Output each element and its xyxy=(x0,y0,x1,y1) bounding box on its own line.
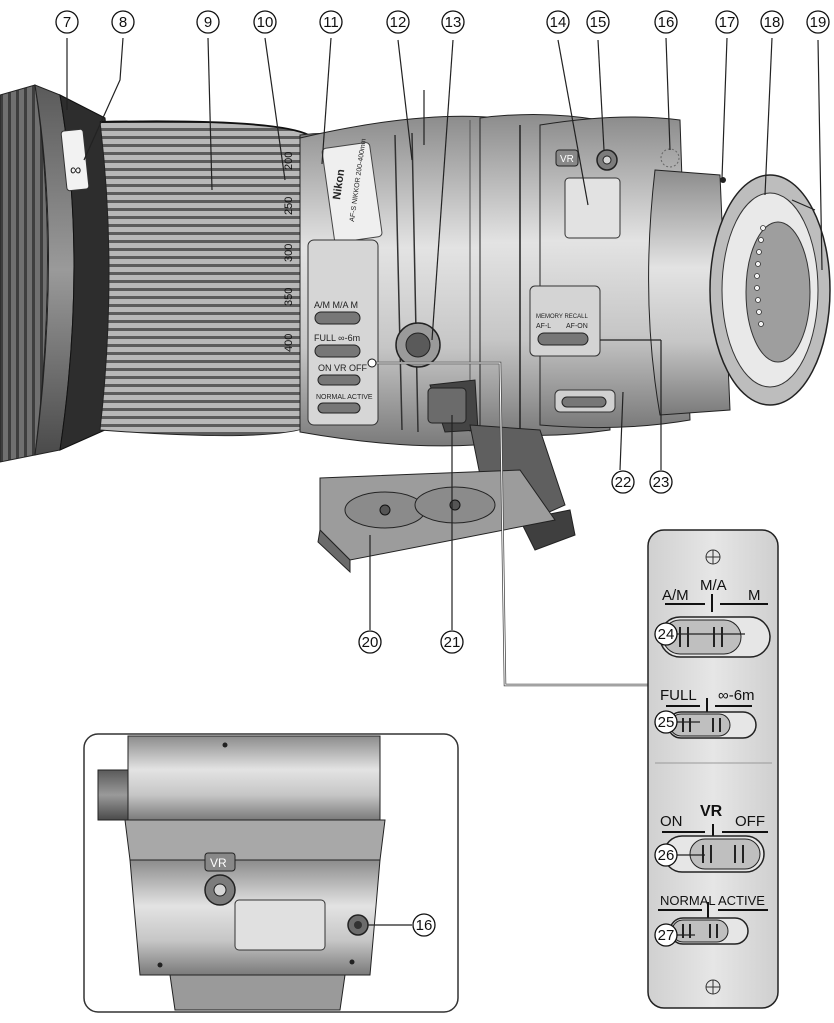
svg-text:∞: ∞ xyxy=(70,162,81,179)
focus-limit-range-label: ∞-6m xyxy=(718,687,755,704)
focal-scale-400: 400 xyxy=(283,334,295,352)
callout-19: 19 xyxy=(806,10,830,34)
callout-16: 16 xyxy=(654,10,678,34)
memory-recall-label: MEMORY RECALL xyxy=(536,314,588,320)
vr-off-label: OFF xyxy=(735,813,765,830)
callout-14: 14 xyxy=(546,10,570,34)
focus-mode-am-label: A/M xyxy=(662,587,689,604)
callout-22: 22 xyxy=(611,470,635,494)
callout-markers: 7 8 9 10 11 12 13 14 15 16 17 18 19 20 21 22 23 24 25 26 27 1… xyxy=(55,10,830,947)
focal-scale-300: 300 xyxy=(283,244,295,262)
focal-scale-200: 200 xyxy=(283,152,295,170)
inset-callout-16: 16 xyxy=(412,913,436,937)
callout-14-number: 14 xyxy=(550,14,567,31)
callout-12-number: 12 xyxy=(390,14,407,31)
callout-23-number: 23 xyxy=(653,474,670,491)
callout-8-number: 8 xyxy=(119,14,127,31)
callout-13-number: 13 xyxy=(445,14,462,31)
callout-11: 11 xyxy=(319,10,343,34)
vr-on-label: ON xyxy=(660,813,683,830)
focus-mode-ma-label: M/A xyxy=(700,577,727,594)
lens-mount xyxy=(648,169,831,416)
svg-text:NORMAL ACTIVE: NORMAL ACTIVE xyxy=(316,394,373,401)
callout-9-number: 9 xyxy=(204,14,212,31)
inset-detail: VR xyxy=(83,733,459,1013)
callout-12: 12 xyxy=(386,10,410,34)
callout-20-number: 20 xyxy=(362,634,379,651)
callout-8: 8 xyxy=(111,10,135,34)
callout-17-number: 17 xyxy=(719,14,736,31)
callout-18: 18 xyxy=(760,10,784,34)
focus-mode-m-label: M xyxy=(748,587,761,604)
callout-7-number: 7 xyxy=(63,14,71,31)
vr-active-label: ACTIVE xyxy=(718,893,765,908)
focus-limit-full-label: FULL xyxy=(660,687,697,704)
callout-24: 24 xyxy=(654,622,678,646)
callout-18-number: 18 xyxy=(764,14,781,31)
callout-21: 21 xyxy=(440,630,464,654)
zoom-ring xyxy=(99,120,321,437)
callout-23: 23 xyxy=(649,470,673,494)
callout-7: 7 xyxy=(55,10,79,34)
callout-16-number: 16 xyxy=(658,14,675,31)
svg-text:ON VR OFF: ON VR OFF xyxy=(318,363,368,373)
vr-label: VR xyxy=(700,803,723,820)
callout-25: 25 xyxy=(654,710,678,734)
callout-20: 20 xyxy=(358,630,382,654)
callout-15: 15 xyxy=(586,10,610,34)
callout-26-number: 26 xyxy=(658,847,675,864)
inset-vr-badge: VR xyxy=(210,856,227,870)
focal-scale-350: 350 xyxy=(283,288,295,306)
brand-label: Nikon xyxy=(331,168,347,200)
callout-22-number: 22 xyxy=(615,474,632,491)
leader-lines xyxy=(66,37,823,936)
lens-hood xyxy=(0,84,75,463)
callout-27: 27 xyxy=(654,923,678,947)
callout-21-number: 21 xyxy=(444,634,461,651)
af-on-label: AF-ON xyxy=(566,323,588,330)
callout-11-number: 11 xyxy=(323,14,339,31)
focal-length-scale: 200 250 300 350 400 xyxy=(283,152,295,352)
focal-scale-250: 250 xyxy=(283,197,295,215)
callout-25-number: 25 xyxy=(658,714,675,731)
callout-17: 17 xyxy=(715,10,739,34)
hood-lock: ∞ xyxy=(59,94,113,451)
callout-9: 9 xyxy=(196,10,220,34)
switch-panel: A/M M/A M FULL ∞-6m ON VR OFF NORMAL ACT… xyxy=(647,529,779,1009)
vr-normal-label: NORMAL xyxy=(660,893,716,908)
callout-10-number: 10 xyxy=(257,14,274,31)
svg-text:A/M M/A M: A/M M/A M xyxy=(314,300,358,310)
callout-19-number: 19 xyxy=(810,14,827,31)
callout-10: 10 xyxy=(253,10,277,34)
inset-callout-number: 16 xyxy=(416,917,433,934)
callout-26: 26 xyxy=(654,843,678,867)
callout-13: 13 xyxy=(441,10,465,34)
callout-27-number: 27 xyxy=(658,927,675,944)
callout-15-number: 15 xyxy=(590,14,607,31)
vr-badge: VR xyxy=(560,154,574,165)
callout-24-number: 24 xyxy=(658,626,675,643)
af-l-label: AF-L xyxy=(536,323,551,330)
svg-text:FULL ∞-6m: FULL ∞-6m xyxy=(314,333,360,343)
